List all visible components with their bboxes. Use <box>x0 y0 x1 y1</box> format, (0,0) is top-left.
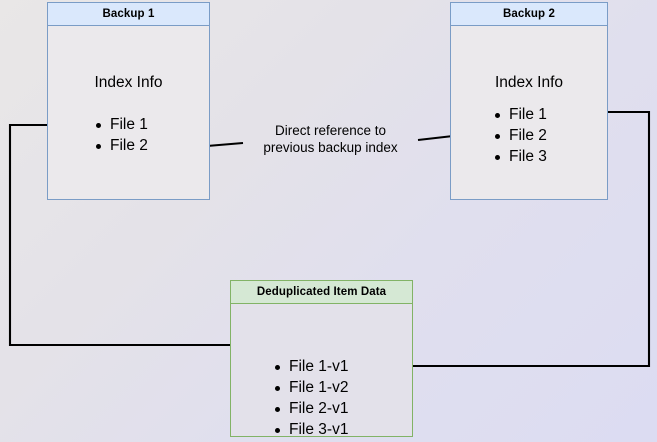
node-deduplicated-item-data-header: Deduplicated Item Data <box>231 281 412 304</box>
list-item: File 3 <box>493 146 547 167</box>
list-item: File 2 <box>493 125 547 146</box>
edge-label-direct-reference: Direct reference to previous backup inde… <box>263 123 398 155</box>
list-item: File 1 <box>493 104 547 125</box>
node-backup-2-header: Backup 2 <box>451 3 607 26</box>
node-backup-2-body: Index Info File 1 File 2 File 3 <box>451 26 607 199</box>
node-backup-2-caption: Index Info <box>494 74 564 91</box>
node-deduplicated-item-data-file-list: File 1-v1 File 1-v2 File 2-v1 File 3-v1 <box>273 356 348 440</box>
node-backup-1-caption: Index Info <box>94 74 163 91</box>
node-backup-2-file-list: File 1 File 2 File 3 <box>493 104 547 167</box>
node-backup-2[interactable]: Backup 2 Index Info File 1 File 2 File 3 <box>450 2 608 200</box>
list-item: File 2 <box>94 135 148 156</box>
node-backup-1-body: Index Info File 1 File 2 <box>48 26 209 199</box>
list-item: File 3-v1 <box>273 419 348 440</box>
node-backup-1-header: Backup 1 <box>48 3 209 26</box>
list-item: File 1 <box>94 114 148 135</box>
connector-backup2-file1-to-dedup <box>373 110 651 370</box>
node-backup-1[interactable]: Backup 1 Index Info File 1 File 2 <box>47 2 210 200</box>
list-item: File 1-v2 <box>273 377 348 398</box>
node-backup-1-file-list: File 1 File 2 <box>94 114 148 156</box>
list-item: File 1-v1 <box>273 356 348 377</box>
node-deduplicated-item-data[interactable]: Deduplicated Item Data File 1-v1 File 1-… <box>230 280 413 438</box>
list-item: File 2-v1 <box>273 398 348 419</box>
node-deduplicated-item-data-body: File 1-v1 File 1-v2 File 2-v1 File 3-v1 <box>231 304 412 438</box>
